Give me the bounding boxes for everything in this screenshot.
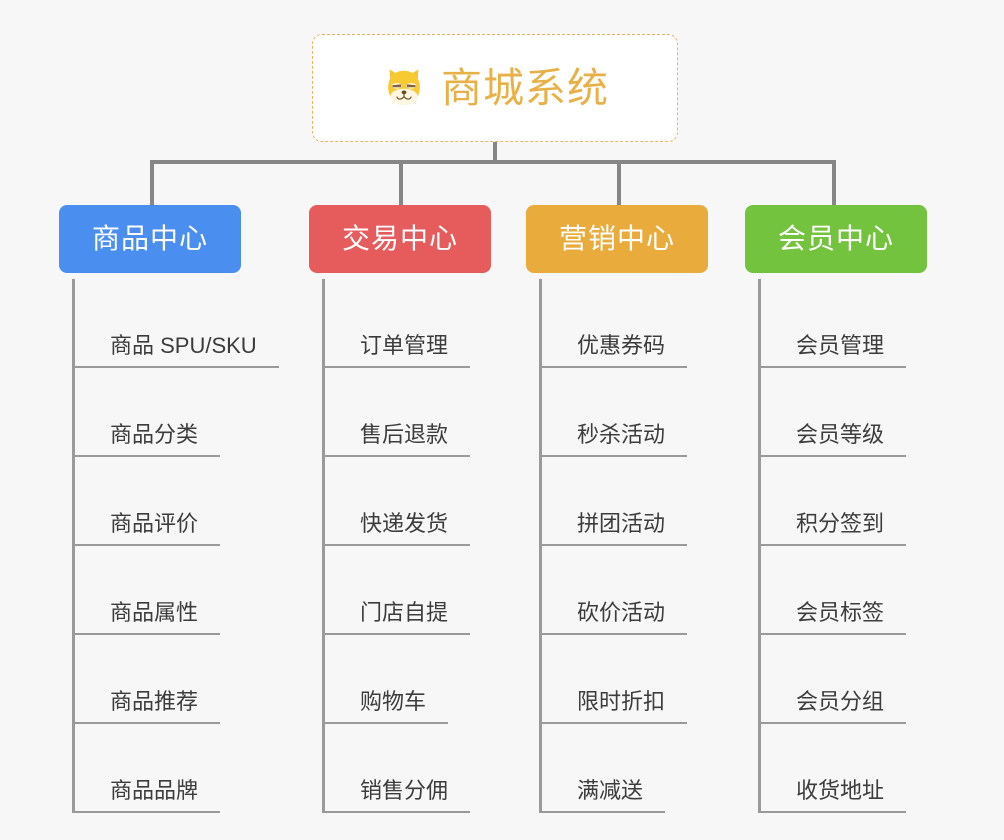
- branch-header-product-center[interactable]: 商品中心: [59, 205, 241, 273]
- leaf-label: 商品 SPU/SKU: [72, 335, 279, 368]
- leaf-label: 商品评价: [72, 513, 221, 546]
- list-item[interactable]: 商品评价: [72, 457, 241, 546]
- leaf-label: 门店自提: [322, 602, 471, 635]
- branch-body-member-center: 会员管理 会员等级 积分签到 会员标签 会员分组 收货地址: [758, 279, 927, 813]
- list-item[interactable]: 收货地址: [758, 724, 927, 813]
- list-item[interactable]: 拼团活动: [539, 457, 708, 546]
- list-item[interactable]: 积分签到: [758, 457, 927, 546]
- branch-label: 商品中心: [91, 223, 208, 254]
- leaf-label: 会员管理: [758, 335, 907, 368]
- list-item[interactable]: 优惠券码: [539, 279, 708, 368]
- branch-trade-center: 交易中心 订单管理 售后退款 快递发货 门店自提 购物车 销售分佣: [309, 205, 491, 813]
- list-item[interactable]: 会员分组: [758, 635, 927, 724]
- branch-body-trade-center: 订单管理 售后退款 快递发货 门店自提 购物车 销售分佣: [322, 279, 491, 813]
- list-item[interactable]: 满减送: [539, 724, 708, 813]
- list-item[interactable]: 商品分类: [72, 368, 241, 457]
- list-item[interactable]: 订单管理: [322, 279, 491, 368]
- list-item[interactable]: 商品品牌: [72, 724, 241, 813]
- shiba-dog-face-icon: [388, 69, 420, 106]
- connector-root-stem: [493, 142, 497, 164]
- connector-drop-product-center: [150, 160, 154, 205]
- list-item[interactable]: 会员标签: [758, 546, 927, 635]
- connector-drop-trade-center: [399, 160, 403, 205]
- list-item[interactable]: 购物车: [322, 635, 491, 724]
- list-item[interactable]: 商品 SPU/SKU: [72, 279, 279, 368]
- list-item[interactable]: 商品属性: [72, 546, 241, 635]
- leaf-label: 商品属性: [72, 602, 221, 635]
- branch-label: 交易中心: [341, 223, 458, 254]
- leaf-label: 限时折扣: [539, 691, 688, 724]
- leaf-label: 商品品牌: [72, 780, 221, 813]
- list-item[interactable]: 快递发货: [322, 457, 491, 546]
- list-item[interactable]: 商品推荐: [72, 635, 241, 724]
- leaf-label: 满减送: [539, 780, 666, 813]
- leaf-label: 会员标签: [758, 602, 907, 635]
- connector-drop-member-center: [832, 160, 836, 205]
- branch-body-marketing-center: 优惠券码 秒杀活动 拼团活动 砍价活动 限时折扣 满减送: [539, 279, 708, 813]
- leaf-label: 砍价活动: [539, 602, 688, 635]
- leaf-label: 积分签到: [758, 513, 907, 546]
- leaf-label: 秒杀活动: [539, 424, 688, 457]
- root-title: 商城系统: [441, 64, 609, 111]
- leaf-label: 订单管理: [322, 335, 471, 368]
- list-item[interactable]: 门店自提: [322, 546, 491, 635]
- branch-label: 会员中心: [777, 223, 894, 254]
- list-item[interactable]: 限时折扣: [539, 635, 708, 724]
- leaf-label: 商品推荐: [72, 691, 221, 724]
- leaf-label: 会员等级: [758, 424, 907, 457]
- leaf-label: 优惠券码: [539, 335, 688, 368]
- root-node[interactable]: 商城系统: [312, 34, 678, 142]
- branch-marketing-center: 营销中心 优惠券码 秒杀活动 拼团活动 砍价活动 限时折扣 满减送: [526, 205, 708, 813]
- leaf-label: 快递发货: [322, 513, 471, 546]
- list-item[interactable]: 砍价活动: [539, 546, 708, 635]
- leaf-label: 商品分类: [72, 424, 221, 457]
- leaf-label: 售后退款: [322, 424, 471, 457]
- branch-body-product-center: 商品 SPU/SKU 商品分类 商品评价 商品属性 商品推荐 商品品牌: [72, 279, 279, 813]
- connector-horizontal-bus: [150, 160, 836, 164]
- list-item[interactable]: 会员管理: [758, 279, 927, 368]
- list-item[interactable]: 销售分佣: [322, 724, 491, 813]
- leaf-label: 会员分组: [758, 691, 907, 724]
- list-item[interactable]: 售后退款: [322, 368, 491, 457]
- list-item[interactable]: 秒杀活动: [539, 368, 708, 457]
- branch-header-member-center[interactable]: 会员中心: [745, 205, 927, 273]
- list-item[interactable]: 会员等级: [758, 368, 927, 457]
- branch-header-marketing-center[interactable]: 营销中心: [526, 205, 708, 273]
- branch-member-center: 会员中心 会员管理 会员等级 积分签到 会员标签 会员分组 收货地址: [745, 205, 927, 813]
- connector-drop-marketing-center: [617, 160, 621, 205]
- leaf-label: 收货地址: [758, 780, 907, 813]
- leaf-label: 销售分佣: [322, 780, 471, 813]
- branch-header-trade-center[interactable]: 交易中心: [309, 205, 491, 273]
- leaf-label: 拼团活动: [539, 513, 688, 546]
- branch-label: 营销中心: [558, 223, 675, 254]
- branch-product-center: 商品中心 商品 SPU/SKU 商品分类 商品评价 商品属性 商品推荐 商品品牌: [59, 205, 279, 813]
- leaf-label: 购物车: [322, 691, 449, 724]
